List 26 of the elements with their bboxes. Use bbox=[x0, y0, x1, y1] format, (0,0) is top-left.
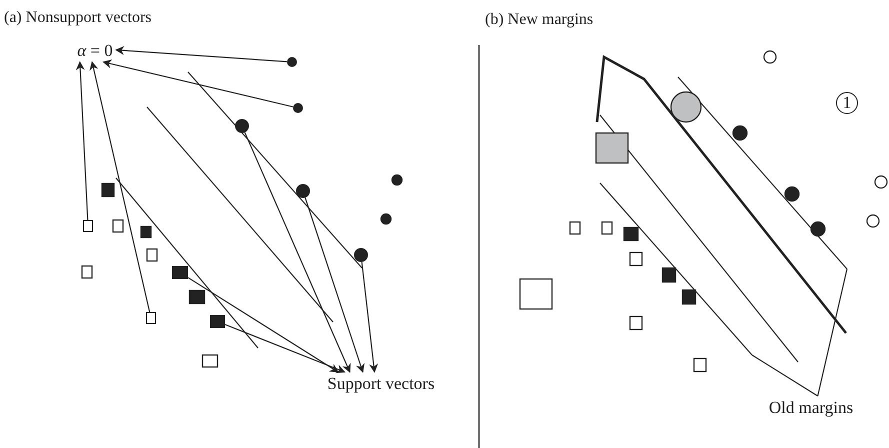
leader-line bbox=[817, 268, 848, 396]
arrow bbox=[102, 59, 294, 108]
panel-caption: (b) New margins bbox=[485, 10, 594, 30]
data-point bbox=[293, 103, 303, 113]
arrow bbox=[76, 61, 88, 220]
callout-label: Support vectors bbox=[316, 372, 446, 396]
arrow bbox=[188, 277, 339, 372]
arrow bbox=[90, 61, 150, 312]
arrow bbox=[361, 262, 378, 373]
data-square bbox=[146, 312, 156, 324]
callout-number: 1 bbox=[836, 92, 858, 114]
arrow bbox=[304, 197, 365, 373]
data-square bbox=[172, 266, 188, 279]
arrow bbox=[115, 46, 288, 62]
arrow bbox=[244, 132, 351, 373]
panel-caption: (a) Nonsupport vectors bbox=[4, 8, 152, 28]
data-point bbox=[354, 248, 368, 262]
leader-line bbox=[752, 354, 818, 396]
data-point bbox=[296, 184, 310, 198]
callout-label: Old margins bbox=[755, 396, 867, 420]
math-label: α = 0 bbox=[74, 40, 116, 62]
data-square bbox=[83, 220, 93, 232]
data-point bbox=[235, 119, 249, 133]
data-square bbox=[210, 315, 225, 328]
data-point bbox=[287, 57, 297, 67]
arrow bbox=[224, 324, 346, 374]
